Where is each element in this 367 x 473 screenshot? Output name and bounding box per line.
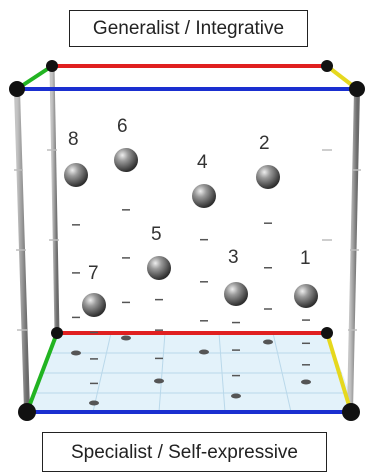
pin-2-base xyxy=(263,339,273,345)
pin-8-base xyxy=(71,350,81,356)
top-label: Generalist / Integrative xyxy=(69,10,308,47)
back-posts xyxy=(49,67,330,334)
front-posts xyxy=(14,89,361,411)
pin-5-base xyxy=(154,378,164,384)
pin-7-ball xyxy=(82,293,106,317)
pin-6-label: 6 xyxy=(117,116,128,137)
pin-2-label: 2 xyxy=(259,133,270,154)
pin-6-base xyxy=(121,335,131,341)
bottom-left-edge xyxy=(25,332,59,413)
pin-4: 4 xyxy=(192,152,216,355)
corner-nodes xyxy=(9,60,365,421)
pins: 8 6 2 4 5 7 3 1 xyxy=(64,116,318,406)
pin-2: 2 xyxy=(256,133,280,345)
pin-1-label: 1 xyxy=(300,248,311,269)
pin-4-ball xyxy=(192,184,216,208)
pin-6: 6 xyxy=(114,116,138,341)
pin-1-ball xyxy=(294,284,318,308)
bottom-right-edge xyxy=(325,332,353,413)
pin-4-base xyxy=(199,349,209,355)
pin-1: 1 xyxy=(294,248,318,385)
pin-3-ball xyxy=(224,282,248,306)
pin-3-base xyxy=(231,393,241,399)
pin-1-base xyxy=(301,379,311,385)
pin-5-ball xyxy=(147,256,171,280)
pin-3-label: 3 xyxy=(228,247,239,268)
pin-8-label: 8 xyxy=(68,129,79,150)
pin-7: 7 xyxy=(82,263,106,406)
pin-8: 8 xyxy=(64,129,88,356)
pin-7-label: 7 xyxy=(88,263,99,284)
floor-grid xyxy=(34,332,350,413)
pin-3: 3 xyxy=(224,247,248,399)
pin-2-ball xyxy=(256,165,280,189)
pin-4-label: 4 xyxy=(197,152,208,173)
pin-5: 5 xyxy=(147,224,171,384)
pin-7-base xyxy=(89,400,99,406)
pin-6-ball xyxy=(114,148,138,172)
pin-8-ball xyxy=(64,163,88,187)
pin-5-label: 5 xyxy=(151,224,162,245)
bottom-label: Specialist / Self-expressive xyxy=(42,432,327,472)
